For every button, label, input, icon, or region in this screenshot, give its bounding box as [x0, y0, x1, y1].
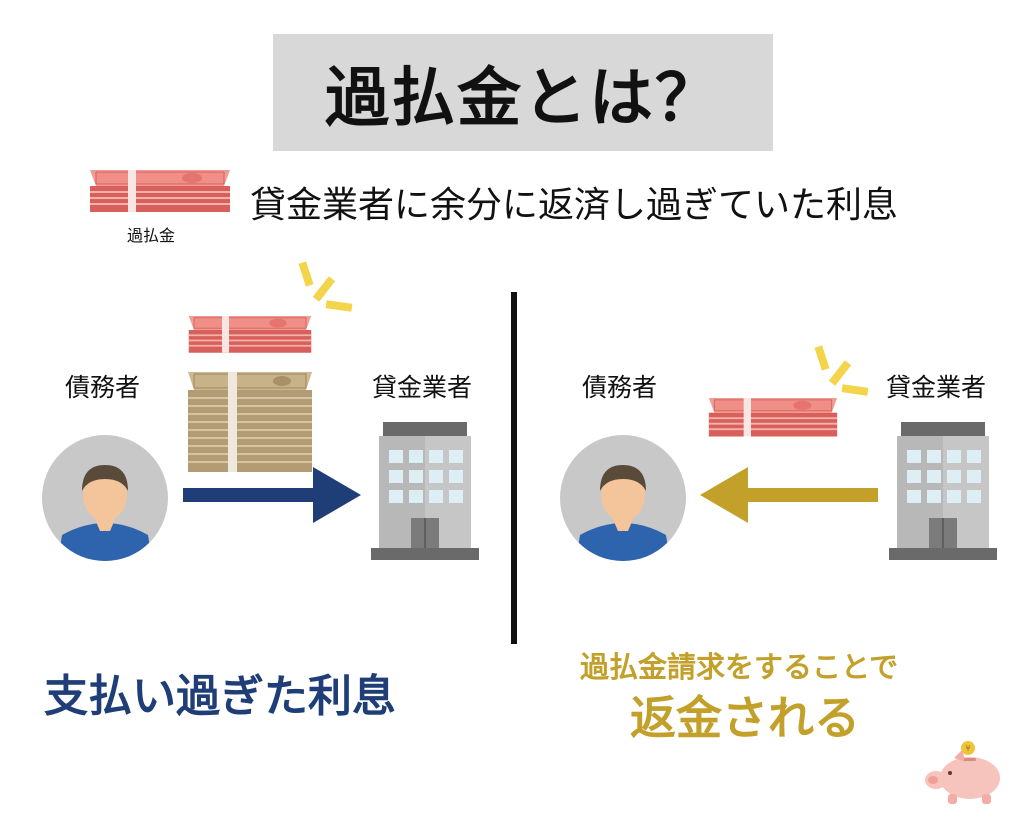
arrow-right-icon — [183, 467, 361, 523]
yen-bill-stack-icon — [188, 372, 312, 472]
left-debtor-label: 債務者 — [65, 373, 141, 402]
svg-text:¥: ¥ — [965, 744, 970, 753]
sparkle-icon — [814, 345, 869, 396]
right-caption-line1: 過払金請求をすることで — [580, 650, 899, 684]
arrow-left-icon — [700, 467, 878, 523]
piggy-bank-icon: ¥ — [925, 741, 1000, 804]
sparkle-icon — [298, 261, 353, 312]
panel-divider — [511, 292, 517, 644]
left-caption: 支払い過ぎた利息 — [44, 671, 396, 722]
page-title: 過払金とは？ — [325, 61, 721, 136]
left-lender-label: 貸金業者 — [372, 373, 473, 402]
definition-text: 貸金業者に余分に返済し過ぎていた利息 — [250, 185, 899, 226]
overpayment-icon-label: 過払金 — [127, 226, 176, 245]
office-building-icon — [889, 422, 997, 560]
person-icon — [560, 435, 686, 561]
right-lender-label: 貸金業者 — [886, 373, 987, 402]
title-box: 過払金とは？ — [273, 34, 773, 151]
yen-bill-bundle-icon — [187, 315, 313, 354]
office-building-icon — [371, 422, 479, 560]
right-caption-line2: 返金される — [630, 691, 860, 745]
person-icon — [42, 435, 168, 561]
yen-bill-bundle-icon — [89, 169, 231, 213]
right-debtor-label: 債務者 — [582, 373, 658, 402]
yen-bill-bundle-icon — [707, 397, 839, 438]
